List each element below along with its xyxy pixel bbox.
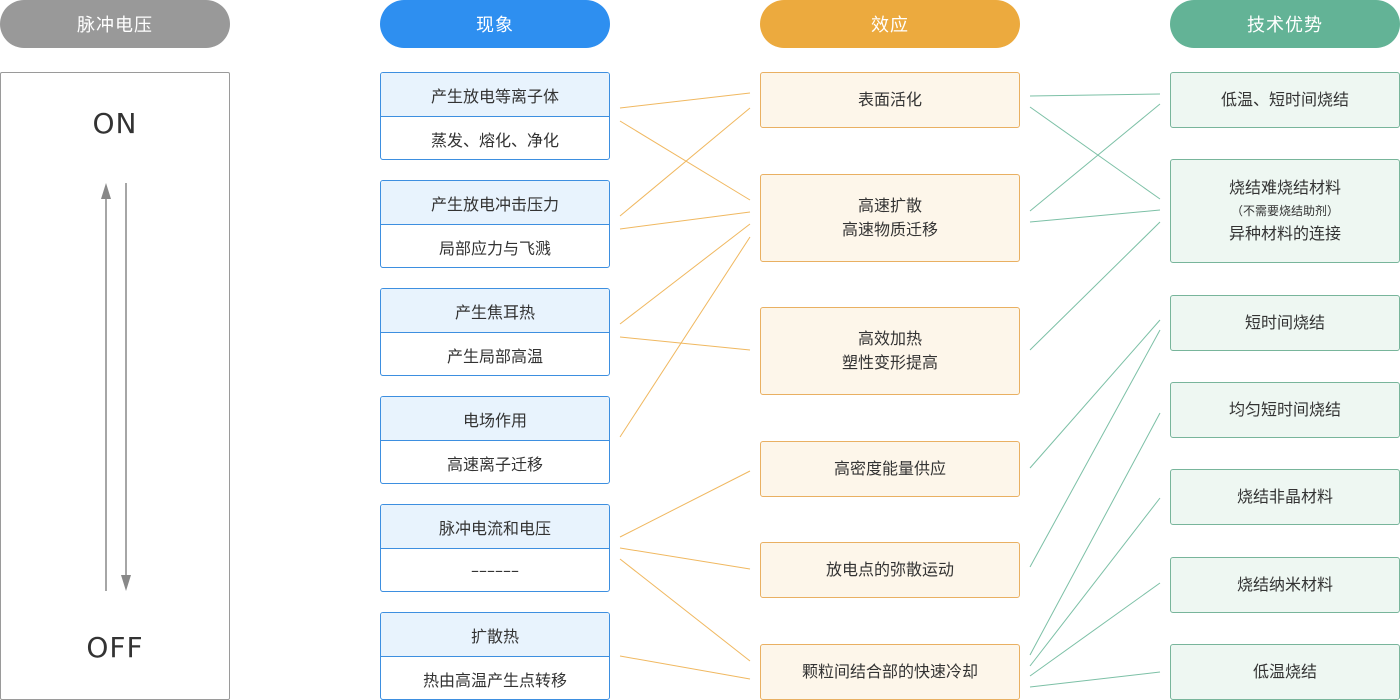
effect-text: 放电点的弥散运动 [825,560,954,579]
link-e3-a2 [1029,221,1161,351]
phenomenon-detail: 局部应力与飞溅 [438,238,551,258]
phenomenon-box: 电场作用 高速离子迁移 [380,396,610,484]
link-e6-a4 [1029,412,1161,656]
phenomenon-title: 产生放电等离子体 [381,73,609,117]
link-e4-a3 [1029,319,1161,469]
link-p5-e5 [619,547,751,570]
pulse-panel: ON OFF [0,72,230,700]
phenomenon-box: 扩散热 热由高温产生点转移 [380,612,610,700]
phenomenon-box: 产生焦耳热 产生局部高温 [380,288,610,376]
advantage-text: 异种材料的连接 [1228,224,1341,243]
link-e1-a2 [1029,106,1161,200]
effect-box: 高效加热 塑性变形提高 [760,307,1020,395]
phenomenon-detail: 高速离子迁移 [446,454,543,474]
advantage-box: 烧结难烧结材料 （不需要烧结助剂） 异种材料的连接 [1170,159,1400,263]
phenomenon-title: 产生放电冲击压力 [381,181,609,225]
phenomenon-detail: 产生局部高温 [446,346,543,366]
link-p2-e2 [619,211,751,230]
advantage-text: 烧结纳米材料 [1236,575,1333,594]
up-arrow-head [101,183,111,199]
link-e6-a5 [1029,497,1161,667]
phenomenon-box: 脉冲电流和电压 –––––– [380,504,610,592]
advantage-box: 烧结纳米材料 [1170,557,1400,613]
link-p1-e2 [619,120,751,201]
effect-text: 高速物质迁移 [841,220,938,239]
effect-box: 放电点的弥散运动 [760,542,1020,598]
advantage-box: 均匀短时间烧结 [1170,382,1400,438]
effect-text: 塑性变形提高 [841,353,938,372]
link-p6-e6 [619,655,751,680]
link-e6-a6 [1029,582,1161,677]
phenomenon-box: 产生放电等离子体 蒸发、熔化、净化 [380,72,610,160]
phenomenon-title: 扩散热 [381,613,609,657]
effects-header: 效应 [760,0,1020,48]
advantages-header: 技术优势 [1170,0,1400,48]
phenomenon-title: 产生焦耳热 [381,289,609,333]
advantage-box: 烧结非晶材料 [1170,469,1400,525]
advantage-text: 烧结难烧结材料 [1228,178,1341,197]
advantage-text: 低温、短时间烧结 [1220,90,1349,109]
effect-box: 表面活化 [760,72,1020,128]
effect-text: 高密度能量供应 [833,459,946,478]
effect-box: 高密度能量供应 [760,441,1020,497]
advantage-text: 低温烧结 [1252,662,1317,681]
advantage-box: 低温烧结 [1170,644,1400,700]
advantage-text: 烧结非晶材料 [1236,487,1333,506]
advantage-note: （不需要烧结助剂） [1230,204,1339,218]
on-label: ON [92,107,138,140]
effect-advantage-links [1029,93,1161,688]
link-p3-e3 [619,336,751,351]
phenomenon-detail: 热由高温产生点转移 [422,670,567,690]
down-arrow-head [121,575,131,591]
phenomenon-detail: –––––– [471,561,519,580]
link-p4-e2 [619,236,751,438]
link-p5-e6 [619,558,751,662]
link-e2-a2 [1029,209,1161,223]
phenomena-header: 现象 [380,0,610,48]
phenomena-effect-links [619,92,751,680]
link-p5-e4 [619,470,751,538]
phenomenon-title: 电场作用 [381,397,609,441]
pulse-voltage-header: 脉冲电压 [0,0,230,48]
effect-text: 高速扩散 [857,196,922,215]
phenomenon-box: 产生放电冲击压力 局部应力与飞溅 [380,180,610,268]
link-p2-e1 [619,107,751,217]
effect-box: 颗粒间结合部的快速冷却 [760,644,1020,700]
advantage-box: 低温、短时间烧结 [1170,72,1400,128]
phenomenon-detail: 蒸发、熔化、净化 [430,130,559,150]
link-e1-a1 [1029,93,1161,97]
effect-text: 颗粒间结合部的快速冷却 [801,662,978,681]
off-label: OFF [86,631,144,664]
effect-text: 高效加热 [857,329,922,348]
advantage-text: 均匀短时间烧结 [1228,400,1341,419]
link-e6-a7 [1029,671,1161,688]
phenomenon-title: 脉冲电流和电压 [381,505,609,549]
effect-box: 高速扩散 高速物质迁移 [760,174,1020,262]
advantage-box: 短时间烧结 [1170,295,1400,351]
link-e5-a3 [1029,329,1161,568]
advantage-text: 短时间烧结 [1244,313,1325,332]
on-off-arrows [101,183,131,591]
effect-text: 表面活化 [857,90,922,109]
link-p1-e1 [619,92,751,109]
link-e2-a1 [1029,103,1161,212]
link-p3-e2 [619,223,751,325]
